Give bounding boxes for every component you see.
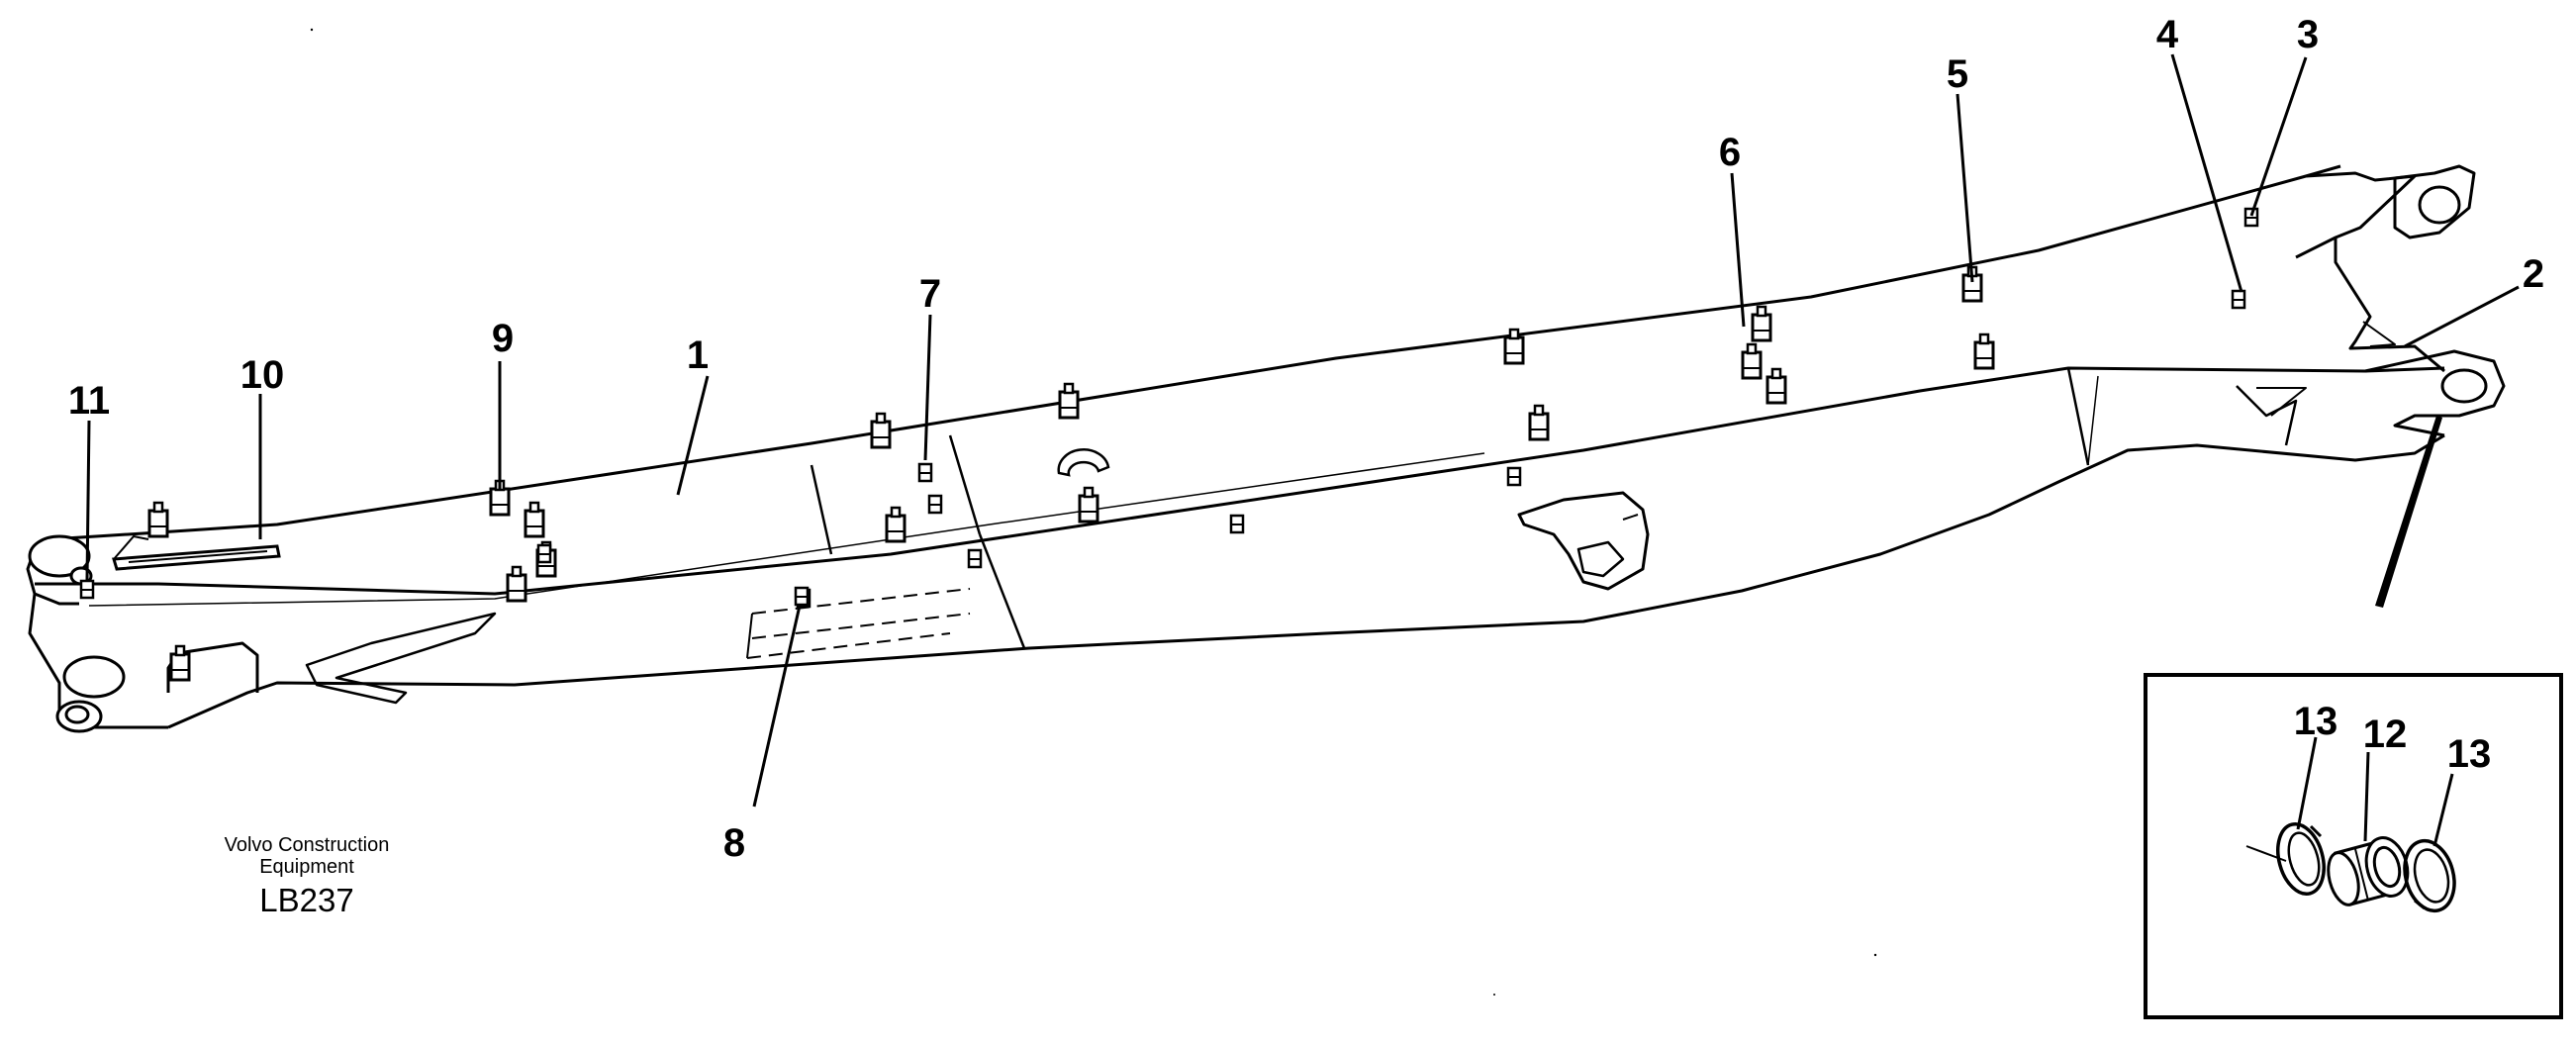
- hose-bar: [112, 534, 281, 571]
- caption-drawing-code: LB237: [259, 882, 354, 918]
- callout-3: 3: [2297, 13, 2319, 56]
- hose-clamps: [147, 265, 1995, 682]
- callout-labels: 1 2 3 4 5 6 7 8 9 10 11: [68, 13, 2544, 865]
- mounting-bracket: [1517, 491, 1650, 591]
- boom-seam-line: [35, 366, 2445, 596]
- callout-13-left: 13: [2294, 700, 2338, 743]
- inset-frame: [2144, 673, 2563, 1019]
- leader-lines: [85, 53, 2520, 808]
- detail-inset: 13 12 13: [2144, 673, 2563, 1019]
- boom-bottom-edge: [167, 433, 2445, 729]
- boom-body: [26, 164, 2506, 729]
- part-8-clip: [794, 586, 810, 607]
- caption-company: Volvo Construction: [224, 834, 390, 856]
- callout-11: 11: [68, 379, 110, 423]
- callout-9: 9: [492, 317, 514, 360]
- pivot-pointer: [2375, 416, 2442, 608]
- callout-12: 12: [2363, 713, 2408, 756]
- callout-8: 8: [723, 821, 745, 865]
- callout-5: 5: [1947, 52, 1968, 96]
- caption-company-line2: Equipment: [259, 856, 354, 878]
- publisher-caption: Volvo Construction Equipment LB237: [158, 834, 455, 920]
- bushing: [2327, 836, 2410, 906]
- retaining-ring-left: [2276, 822, 2326, 896]
- retaining-ring-right: [2403, 838, 2456, 913]
- callout-1: 1: [687, 333, 709, 377]
- specks: [310, 28, 1877, 996]
- callout-13-right: 13: [2447, 732, 2492, 776]
- half-ring: [1057, 448, 1110, 477]
- callout-10: 10: [240, 353, 285, 397]
- callout-2: 2: [2523, 252, 2544, 296]
- small-clamps: [79, 207, 2259, 609]
- front-pin-eyes: [28, 534, 126, 733]
- callout-4: 4: [2156, 13, 2179, 56]
- inset-leaders: [2296, 736, 2454, 847]
- hidden-lines: [746, 588, 971, 659]
- callout-7: 7: [919, 272, 941, 316]
- boom-top-edge: [48, 164, 2341, 541]
- callout-6: 6: [1719, 131, 1741, 174]
